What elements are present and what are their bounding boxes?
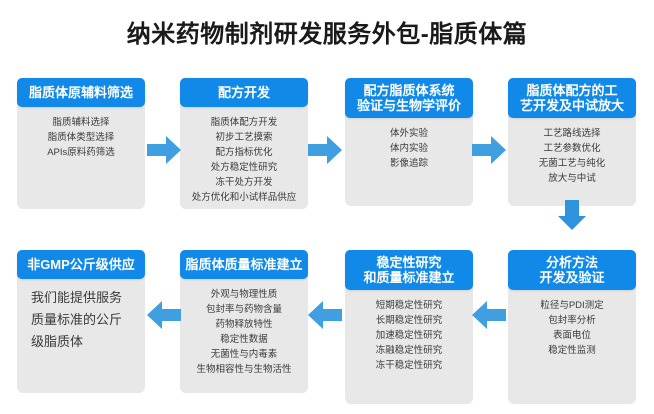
card-item: 工艺参数优化 bbox=[543, 143, 601, 154]
card-item: 无菌性与内毒素 bbox=[210, 349, 278, 360]
card-header-line1: 配方脂质体系统 bbox=[363, 83, 455, 98]
flow-card-process-development-pilot-scaleup[interactable]: 脂质体配方的工 艺开发及中试放大 工艺路线选择 工艺参数优化 无菌工艺与纯化 放… bbox=[508, 78, 636, 206]
card-header-line2: 开发及验证 bbox=[539, 270, 605, 285]
flow-card-formulation-development[interactable]: 配方开发 脂质体配方开发 初步工艺摸索 配方指标优化 处方稳定性研究 冻干处方开… bbox=[180, 78, 308, 209]
card-item: 我们能提供服务 bbox=[31, 290, 123, 305]
arrow-left-icon bbox=[308, 300, 342, 330]
card-header-line1: 分析方法 bbox=[545, 255, 598, 270]
card-item: 表面电位 bbox=[552, 330, 591, 341]
card-item: 级脂质体 bbox=[31, 334, 84, 349]
card-header: 配方脂质体系统 验证与生物学评价 bbox=[345, 78, 473, 118]
flow-card-analytical-method-development-validation[interactable]: 分析方法 开发及验证 粒径与PDI测定 包封率分析 表面电位 稳定性监测 bbox=[508, 250, 636, 404]
card-item: 外观与物理性质 bbox=[210, 289, 278, 300]
arrow-left-icon bbox=[147, 300, 181, 330]
flow-card-quality-standard-establishment[interactable]: 脂质体质量标准建立 外观与物理性质 包封率与药物含量 药物释放特性 稳定性数据 … bbox=[180, 250, 308, 393]
flow-card-stability-study-quality-standard[interactable]: 稳定性研究 和质量标准建立 短期稳定性研究 长期稳定性研究 加速稳定性研究 冻融… bbox=[345, 250, 473, 404]
card-item: 配方指标优化 bbox=[215, 147, 273, 158]
card-item: 包封率分析 bbox=[548, 315, 596, 326]
flow-card-non-gmp-kilogram-supply[interactable]: 非GMP公斤级供应 我们能提供服务 质量标准的公斤 级脂质体 bbox=[17, 250, 145, 393]
card-item: 质量标准的公斤 bbox=[31, 312, 123, 327]
card-item: 长期稳定性研究 bbox=[375, 315, 443, 326]
arrow-right-icon bbox=[147, 135, 181, 165]
card-header: 脂质体原辅料筛选 bbox=[17, 78, 145, 107]
page-title: 纳米药物制剂研发服务外包-脂质体篇 bbox=[126, 21, 528, 48]
arrow-down-icon bbox=[557, 200, 587, 230]
flow-card-system-validation-biological-evaluation[interactable]: 配方脂质体系统 验证与生物学评价 体外实验 体内实验 影像追踪 bbox=[345, 78, 473, 206]
card-item: 冻融稳定性研究 bbox=[375, 345, 443, 356]
card-item: APIs原料药筛选 bbox=[47, 147, 115, 158]
flow-card-lipid-raw-material-screening[interactable]: 脂质体原辅料筛选 脂质辅料选择 脂质体类型选择 APIs原料药筛选 bbox=[17, 78, 145, 209]
card-header: 稳定性研究 和质量标准建立 bbox=[345, 250, 473, 290]
card-item: 处方优化和小试样品供应 bbox=[191, 192, 297, 203]
card-header: 非GMP公斤级供应 bbox=[17, 250, 145, 279]
card-header-line1: 稳定性研究 bbox=[376, 255, 442, 270]
card-item: 初步工艺摸索 bbox=[215, 132, 273, 143]
card-body: 体外实验 体内实验 影像追踪 bbox=[345, 114, 473, 206]
card-item: 加速稳定性研究 bbox=[375, 330, 443, 341]
card-header-line2: 艺开发及中试放大 bbox=[519, 98, 624, 113]
card-header: 脂质体质量标准建立 bbox=[180, 250, 308, 279]
card-header-line2: 验证与生物学评价 bbox=[356, 98, 461, 113]
card-header: 分析方法 开发及验证 bbox=[508, 250, 636, 290]
card-item: 影像追踪 bbox=[389, 158, 428, 169]
card-item: 冻干稳定性研究 bbox=[375, 360, 443, 371]
card-body: 我们能提供服务 质量标准的公斤 级脂质体 bbox=[17, 275, 145, 393]
card-item: 短期稳定性研究 bbox=[375, 300, 443, 311]
card-header-line1: 脂质体配方的工 bbox=[526, 83, 618, 98]
card-body: 脂质辅料选择 脂质体类型选择 APIs原料药筛选 bbox=[17, 103, 145, 209]
card-item: 体内实验 bbox=[389, 143, 428, 154]
card-item: 工艺路线选择 bbox=[543, 128, 601, 139]
card-item: 脂质辅料选择 bbox=[52, 117, 110, 128]
card-item: 放大与中试 bbox=[548, 173, 596, 184]
card-item: 药物释放特性 bbox=[215, 319, 273, 330]
card-body: 脂质体配方开发 初步工艺摸索 配方指标优化 处方稳定性研究 冻干处方开发 处方优… bbox=[180, 103, 308, 209]
card-item: 无菌工艺与纯化 bbox=[538, 158, 606, 169]
card-item: 冻干处方开发 bbox=[215, 177, 273, 188]
card-header-line2: 和质量标准建立 bbox=[363, 270, 455, 285]
card-header: 配方开发 bbox=[180, 78, 308, 107]
card-header: 脂质体配方的工 艺开发及中试放大 bbox=[508, 78, 636, 118]
card-item: 脂质体类型选择 bbox=[47, 132, 115, 143]
card-item: 生物相容性与生物活性 bbox=[196, 364, 292, 375]
card-body: 粒径与PDI测定 包封率分析 表面电位 稳定性监测 bbox=[508, 286, 636, 404]
card-body: 外观与物理性质 包封率与药物含量 药物释放特性 稳定性数据 无菌性与内毒素 生物… bbox=[180, 275, 308, 393]
card-item: 稳定性数据 bbox=[220, 334, 268, 345]
arrow-right-icon bbox=[308, 135, 342, 165]
card-item: 体外实验 bbox=[389, 128, 428, 139]
arrow-right-icon bbox=[472, 135, 506, 165]
card-item: 包封率与药物含量 bbox=[205, 304, 282, 315]
card-body: 短期稳定性研究 长期稳定性研究 加速稳定性研究 冻融稳定性研究 冻干稳定性研究 bbox=[345, 286, 473, 404]
card-item: 稳定性监测 bbox=[548, 345, 596, 356]
arrow-left-icon bbox=[472, 300, 506, 330]
card-item: 处方稳定性研究 bbox=[210, 162, 278, 173]
card-item: 脂质体配方开发 bbox=[210, 117, 278, 128]
card-body: 工艺路线选择 工艺参数优化 无菌工艺与纯化 放大与中试 bbox=[508, 114, 636, 206]
card-item: 粒径与PDI测定 bbox=[540, 300, 604, 311]
